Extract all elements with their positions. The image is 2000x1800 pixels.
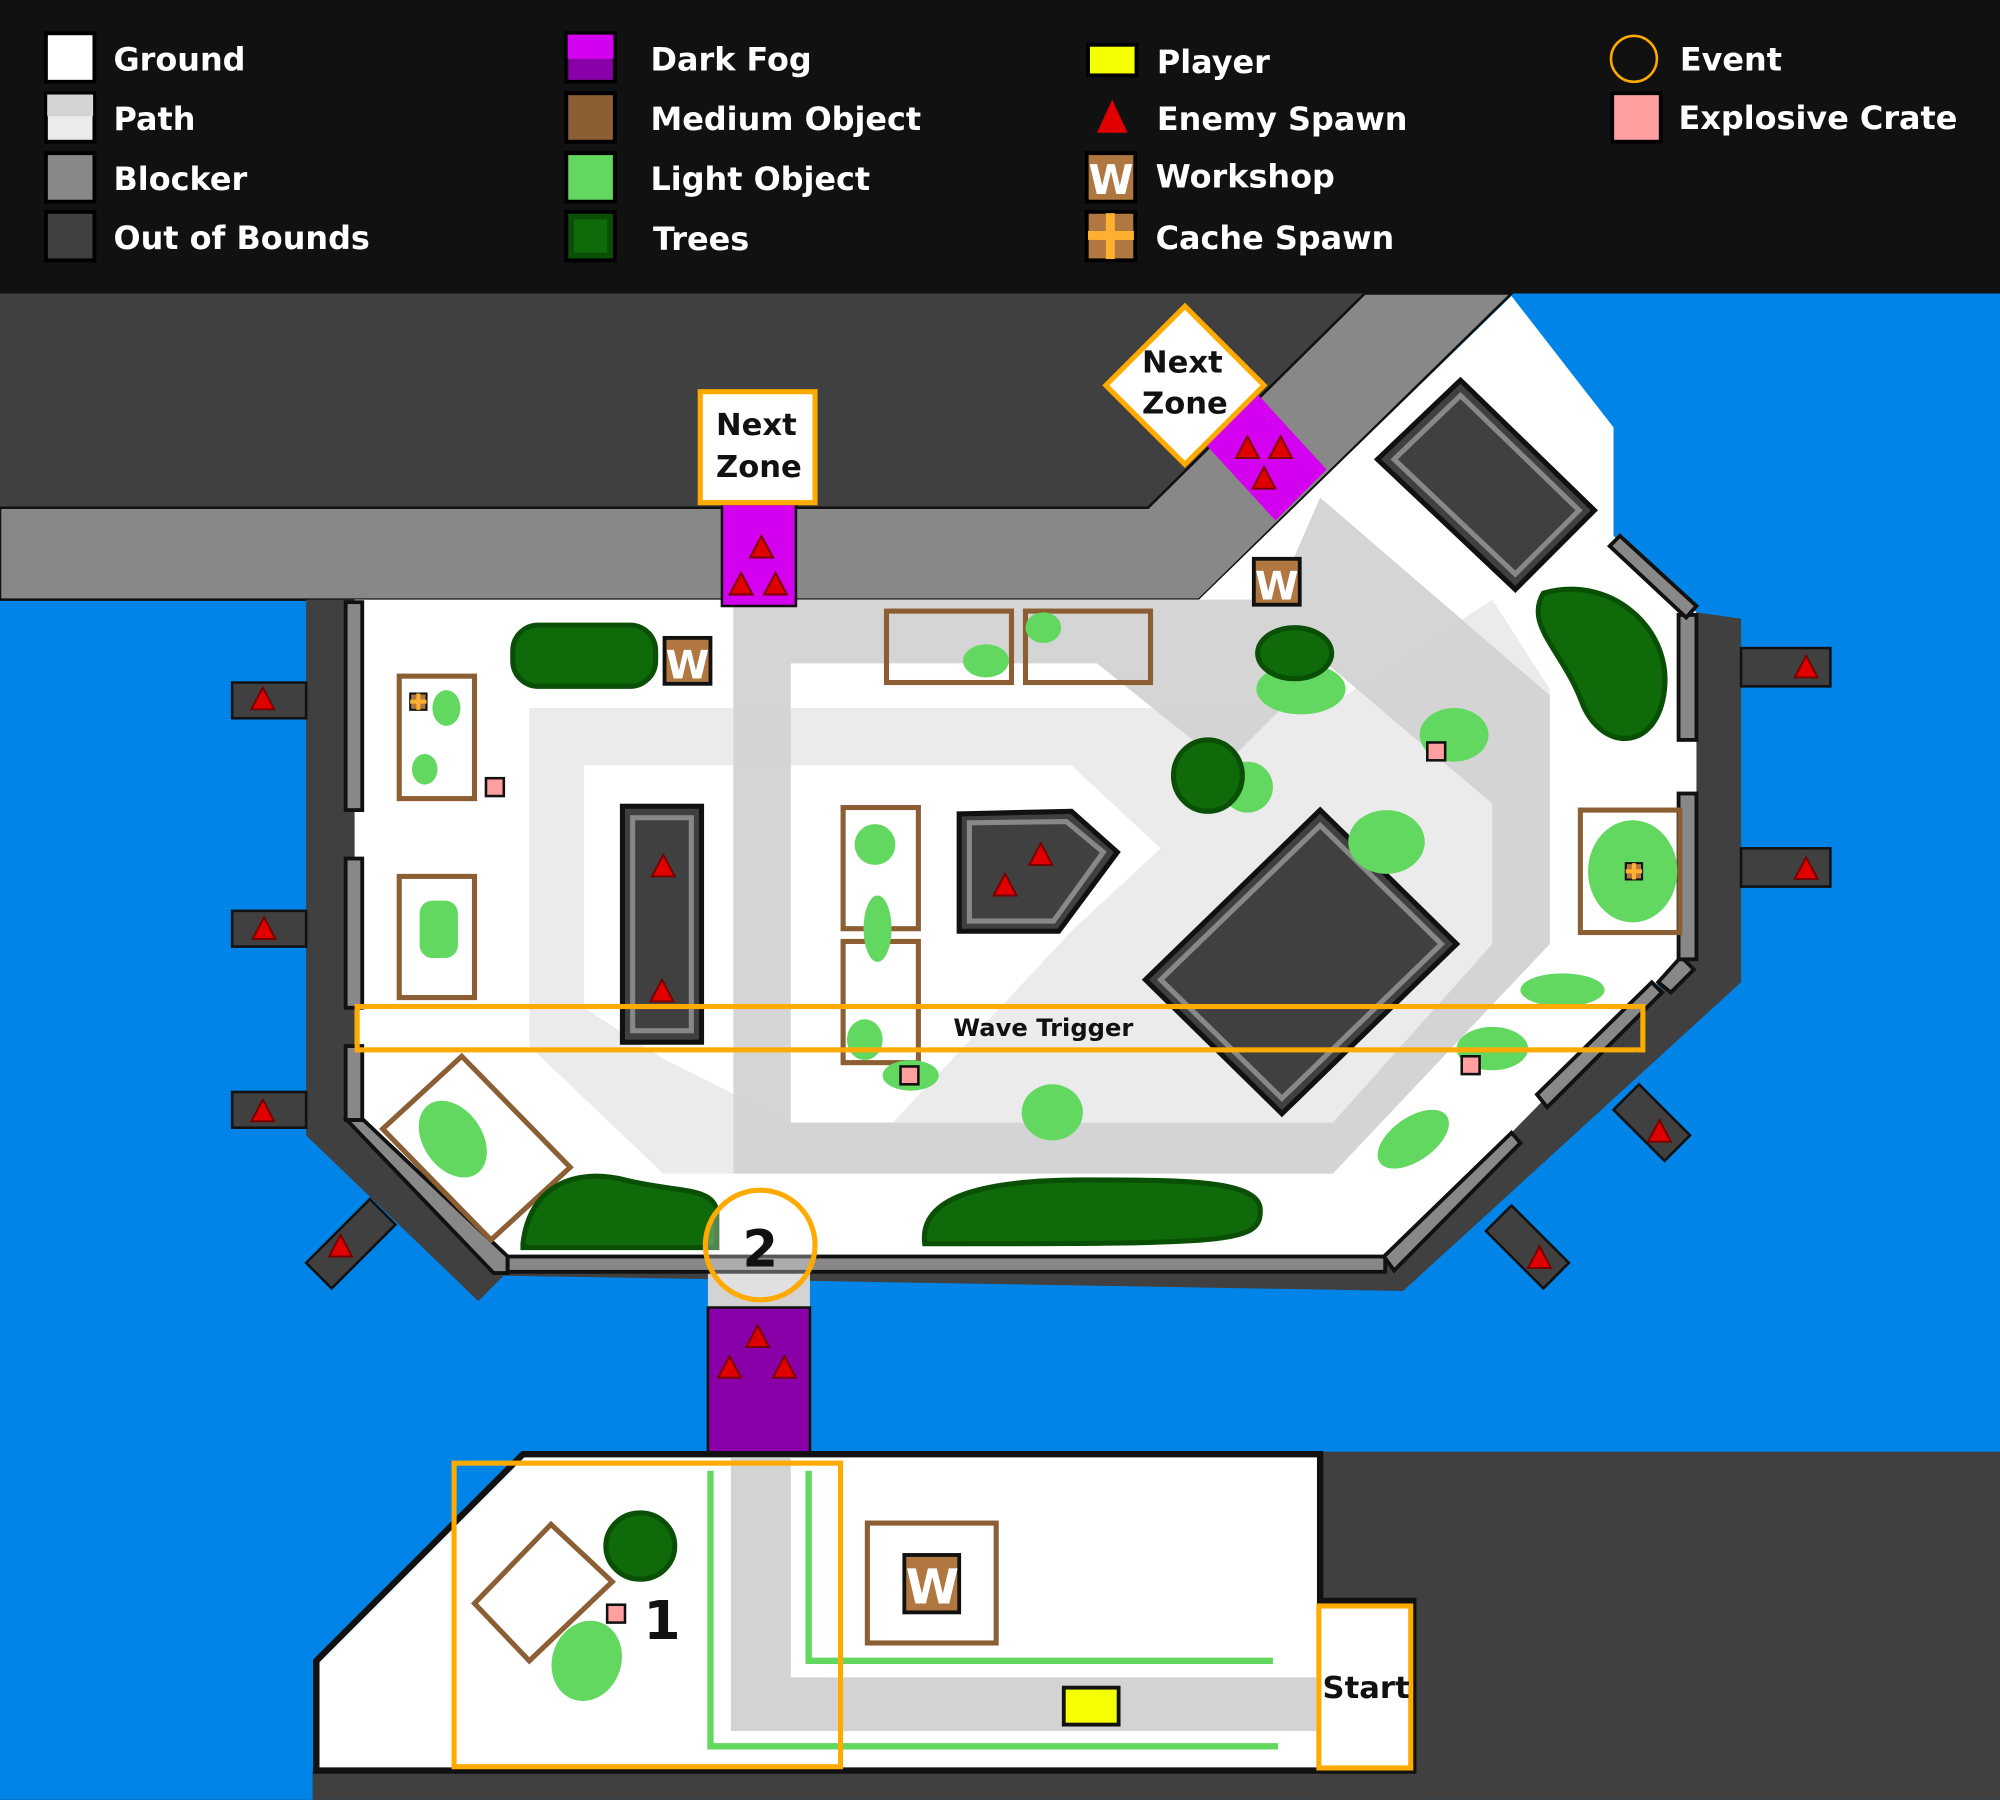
svg-text:2: 2 (742, 1221, 778, 1280)
svg-text:W: W (1255, 564, 1299, 610)
svg-text:Player: Player (1157, 43, 1270, 81)
svg-text:Zone: Zone (1142, 386, 1228, 421)
svg-text:Event: Event (1680, 40, 1782, 78)
cache-spawn-icon (1624, 862, 1644, 881)
legend-blocker: Blocker (44, 151, 248, 204)
start-area-explosive-crate (605, 1603, 627, 1624)
legend-ground: Ground (44, 31, 246, 84)
svg-text:Start: Start (1323, 1671, 1410, 1706)
svg-text:Workshop: Workshop (1156, 158, 1335, 196)
next-zone-north[interactable]: Next Zone (697, 389, 818, 506)
dark-fog-northeast (1205, 392, 1327, 521)
medium-objects (378, 608, 1683, 1244)
trees (510, 586, 1668, 1251)
legend-trees: Trees (564, 209, 749, 263)
out-of-bounds-top (0, 293, 1365, 508)
player-marker (1061, 1685, 1121, 1727)
svg-text:Next: Next (1142, 346, 1223, 381)
svg-text:Explosive Crate: Explosive Crate (1679, 99, 1958, 137)
svg-text:Ground: Ground (114, 40, 246, 78)
cache-spawn-icon (409, 692, 428, 711)
svg-text:1: 1 (643, 1589, 680, 1652)
workshop-icon: W (1251, 556, 1302, 610)
start-area-medium-objects (470, 1520, 999, 1665)
legend-workshop: W Workshop (1084, 151, 1335, 204)
blocker-road (0, 292, 1515, 601)
svg-text:Blocker: Blocker (114, 160, 248, 198)
out-of-bounds-southeast (1320, 1451, 2000, 1800)
svg-text:Wave Trigger: Wave Trigger (953, 1014, 1133, 1042)
wave-trigger: Wave Trigger (354, 1003, 1646, 1053)
svg-text:Enemy Spawn: Enemy Spawn (1157, 100, 1408, 138)
path-ring (733, 497, 1550, 1174)
workshop-markers: W W (662, 556, 1302, 689)
light-object-fences (707, 1470, 1279, 1750)
legend-enemy-spawn: Enemy Spawn (1096, 99, 1408, 138)
svg-text:Out of Bounds: Out of Bounds (114, 219, 370, 257)
start-zone[interactable]: Start (1316, 1603, 1414, 1771)
legend-out-of-bounds: Out of Bounds (44, 209, 370, 263)
workshop-icon: W (1088, 156, 1133, 204)
out-of-bounds-south (312, 1770, 1423, 1800)
legend-explosive-crate: Explosive Crate (1610, 91, 1958, 144)
svg-text:Next: Next (716, 408, 797, 443)
event-2[interactable]: 2 (702, 1187, 818, 1303)
blockers (342, 533, 1700, 1275)
workshop-icon: W (902, 1553, 962, 1615)
svg-text:Medium Object: Medium Object (651, 100, 922, 138)
legend-medium-object: Medium Object (564, 91, 922, 144)
next-zone-northeast[interactable]: Next Zone (1102, 302, 1268, 469)
svg-text:Dark Fog: Dark Fog (651, 40, 812, 78)
svg-text:Cache Spawn: Cache Spawn (1156, 219, 1395, 257)
start-area-light-object (551, 1620, 622, 1701)
blocker-outlines (630, 391, 1583, 1102)
legend-dark-fog: Dark Fog (564, 31, 812, 84)
start-area-tree (603, 1510, 678, 1582)
svg-text:Light Object: Light Object (651, 160, 871, 198)
svg-text:W: W (906, 1559, 959, 1615)
legend-light-object: Light Object (564, 151, 871, 204)
svg-text:Trees: Trees (653, 220, 749, 258)
legend-event: Event (1609, 34, 1782, 84)
svg-text:W: W (666, 643, 710, 689)
enemy-spawn-icon (1096, 99, 1128, 133)
svg-text:Zone: Zone (716, 450, 802, 485)
legend: Ground Path Blocker Out of Bounds Dark F… (0, 0, 2000, 294)
event-icon (1609, 34, 1659, 84)
path-start (730, 1458, 1317, 1731)
workshop-icon: W (662, 635, 713, 689)
legend-path: Path (44, 91, 196, 144)
out-of-bounds-border (306, 599, 1742, 1302)
legend-player: Player (1086, 43, 1270, 81)
legend-cache-spawn: Cache Spawn (1084, 209, 1395, 263)
svg-text:Path: Path (114, 100, 196, 138)
event-1-zone[interactable]: 1 (451, 1460, 844, 1770)
